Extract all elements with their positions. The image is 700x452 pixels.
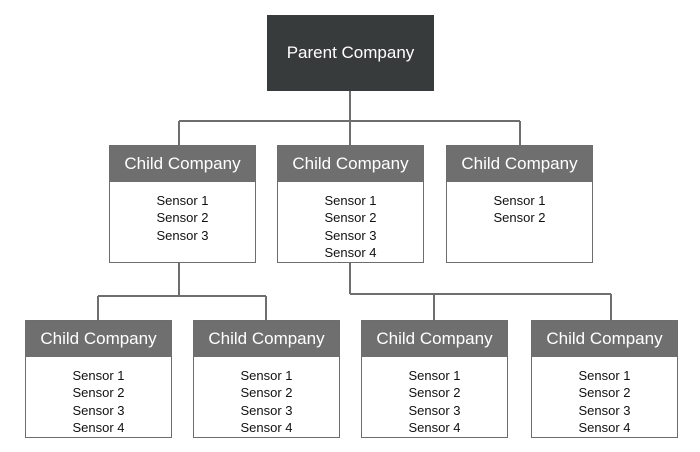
sensor-item: Sensor 1	[240, 368, 293, 383]
child-company-label: Child Company	[461, 154, 578, 173]
parent-company-box: Parent Company	[267, 15, 434, 91]
sensor-item: Sensor 3	[240, 402, 293, 418]
sensor-item: Sensor 1	[578, 368, 631, 383]
sensor-item: Sensor 2	[324, 210, 377, 226]
child-company-header: Child Company	[532, 321, 677, 357]
sensor-item: Sensor 4	[578, 420, 631, 436]
sensor-item: Sensor 2	[578, 385, 631, 401]
sensor-item: Sensor 3	[408, 402, 461, 418]
child-company-box: Child Company Sensor 1 Sensor 2	[446, 145, 593, 263]
child-company-box: Child Company Sensor 1 Sensor 2 Sensor 3…	[361, 320, 508, 438]
sensor-list: Sensor 1 Sensor 2	[447, 182, 592, 227]
sensor-item: Sensor 1	[156, 193, 209, 208]
connector-parent-to-level1	[178, 91, 521, 145]
sensor-item: Sensor 1	[324, 193, 377, 208]
sensor-list: Sensor 1 Sensor 2 Sensor 3 Sensor 4	[362, 357, 507, 437]
sensor-list: Sensor 1 Sensor 2 Sensor 3 Sensor 4	[26, 357, 171, 437]
child-company-header: Child Company	[447, 146, 592, 182]
sensor-item: Sensor 3	[324, 227, 377, 243]
child-company-label: Child Company	[208, 329, 325, 348]
sensor-item: Sensor 4	[240, 420, 293, 436]
child-company-label: Child Company	[124, 154, 241, 173]
sensor-item: Sensor 3	[72, 402, 125, 418]
sensor-item: Sensor 4	[324, 245, 377, 261]
sensor-item: Sensor 4	[408, 420, 461, 436]
sensor-list: Sensor 1 Sensor 2 Sensor 3	[110, 182, 255, 244]
sensor-item: Sensor 1	[72, 368, 125, 383]
sensor-list: Sensor 1 Sensor 2 Sensor 3 Sensor 4	[532, 357, 677, 437]
child-company-label: Child Company	[376, 329, 493, 348]
sensor-item: Sensor 1	[493, 193, 546, 208]
child-company-label: Child Company	[40, 329, 157, 348]
child-company-label: Child Company	[546, 329, 663, 348]
sensor-item: Sensor 3	[156, 227, 209, 243]
sensor-item: Sensor 2	[493, 210, 546, 226]
child-company-box: Child Company Sensor 1 Sensor 2 Sensor 3	[109, 145, 256, 263]
child-company-box: Child Company Sensor 1 Sensor 2 Sensor 3…	[25, 320, 172, 438]
sensor-list: Sensor 1 Sensor 2 Sensor 3 Sensor 4	[194, 357, 339, 437]
sensor-item: Sensor 2	[408, 385, 461, 401]
child-company-header: Child Company	[362, 321, 507, 357]
sensor-list: Sensor 1 Sensor 2 Sensor 3 Sensor 4	[278, 182, 423, 262]
sensor-item: Sensor 3	[578, 402, 631, 418]
child-company-box: Child Company Sensor 1 Sensor 2 Sensor 3…	[193, 320, 340, 438]
child-company-box: Child Company Sensor 1 Sensor 2 Sensor 3…	[277, 145, 424, 263]
connector-level1a-to-level2	[97, 262, 267, 320]
child-company-label: Child Company	[292, 154, 409, 173]
child-company-header: Child Company	[194, 321, 339, 357]
child-company-header: Child Company	[26, 321, 171, 357]
child-company-box: Child Company Sensor 1 Sensor 2 Sensor 3…	[531, 320, 678, 438]
sensor-item: Sensor 2	[240, 385, 293, 401]
child-company-header: Child Company	[110, 146, 255, 182]
sensor-item: Sensor 2	[72, 385, 125, 401]
connector-level1b-to-level2	[349, 262, 612, 320]
sensor-item: Sensor 4	[72, 420, 125, 436]
sensor-item: Sensor 1	[408, 368, 461, 383]
parent-company-label: Parent Company	[286, 43, 415, 62]
sensor-item: Sensor 2	[156, 210, 209, 226]
child-company-header: Child Company	[278, 146, 423, 182]
